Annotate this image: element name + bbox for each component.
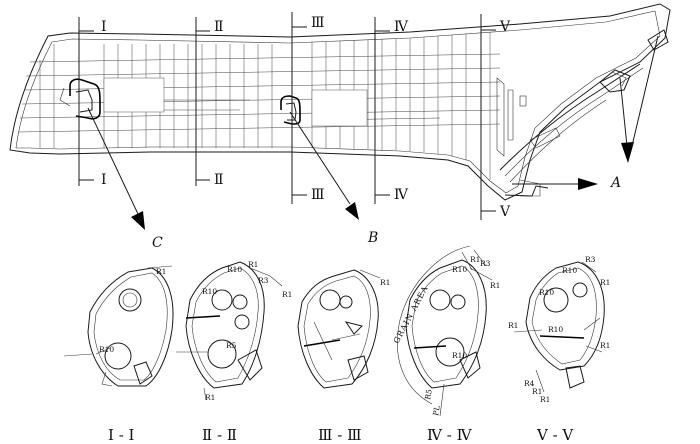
radius-label-5-r1a: R1 (600, 278, 610, 287)
section-title-1: Ⅰ - Ⅰ (108, 426, 135, 444)
cut-label-top-2: Ⅱ (214, 19, 224, 35)
cut-label-bottom-3: Ⅲ (311, 187, 325, 203)
radius-label-5-r3: R3 (585, 255, 596, 264)
detail-label-a: A (609, 175, 621, 191)
section-5-5: R10 R3 R1 R10 R1 R10 R1 R4 R1 R1 Ⅴ - Ⅴ (508, 255, 610, 444)
detail-label-b: B (367, 230, 378, 246)
section-title-5: Ⅴ - Ⅴ (536, 426, 574, 444)
detail-arrows (87, 35, 659, 230)
clip-detail-c (59, 78, 101, 120)
section-2-2: R10 R1 R3 R1 R10 R5 R1 Ⅱ - Ⅱ (176, 260, 292, 444)
section-3-3: R1 Ⅲ - Ⅲ (297, 269, 390, 444)
radius-label-2-r1b: R1 (282, 290, 292, 299)
cut-line-4 (374, 17, 390, 204)
radius-label-2-r1c: R1 (205, 393, 215, 402)
section-title-4: Ⅳ - Ⅳ (427, 426, 473, 444)
cut-line-3 (291, 12, 307, 204)
clip-detail-b (280, 95, 301, 125)
pl-label: PL (431, 405, 442, 416)
section-4-4: GRAIN AREA R10 R1 R3 R1 R10 R5 PL Ⅳ - Ⅳ (392, 245, 500, 444)
radius-label-2-r5: R5 (226, 341, 237, 350)
detail-labels: C B A (152, 175, 621, 251)
radius-label-1-r1: R1 (156, 267, 166, 276)
radius-label-5-r1e: R1 (540, 395, 550, 404)
cut-label-top-1: Ⅰ (101, 19, 107, 35)
radius-label-2-r10b: R10 (202, 287, 217, 296)
cut-line-1 (78, 17, 94, 186)
section-title-2: Ⅱ - Ⅱ (202, 426, 237, 444)
radius-label-3-r1: R1 (380, 278, 390, 287)
radius-label-4-r10a: R10 (452, 265, 467, 274)
cut-label-bottom-5: Ⅴ (499, 204, 511, 220)
radius-label-5-r10a: R10 (562, 266, 577, 275)
radius-label-4-r1a: R1 (470, 255, 480, 264)
radius-label-5-r1c: R1 (600, 341, 610, 350)
radius-label-5-r10c: R10 (548, 325, 563, 334)
cut-line-5 (480, 14, 496, 220)
radius-label-5-r1d: R1 (532, 387, 542, 396)
detail-label-c: C (152, 235, 163, 251)
section-cut-lines (78, 12, 496, 220)
radius-label-5-r10b: R10 (539, 288, 554, 297)
cut-label-top-3: Ⅲ (311, 15, 325, 31)
cut-label-bottom-4: Ⅳ (394, 187, 409, 203)
radius-label-5-r1b: R1 (508, 321, 518, 330)
panel-grid-horizontal (17, 53, 501, 133)
cut-labels-bottom: Ⅰ Ⅱ Ⅲ Ⅳ Ⅴ (101, 172, 511, 220)
radius-label-2-r10: R10 (227, 265, 242, 274)
cut-line-2 (195, 17, 210, 186)
radius-label-2-r3: R3 (258, 276, 269, 285)
radius-label-2-r1a: R1 (248, 260, 258, 269)
radius-label-4-r3: R3 (480, 259, 491, 268)
radius-label-5-r4: R4 (524, 379, 535, 388)
radius-label-4-r5: R5 (423, 388, 434, 400)
panel-right-end (496, 29, 669, 197)
cut-label-top-4: Ⅳ (394, 19, 409, 35)
section-title-3: Ⅲ - Ⅲ (318, 426, 362, 444)
cut-labels-top: Ⅰ Ⅱ Ⅲ Ⅳ Ⅴ (101, 15, 511, 35)
radius-label-4-r10b: R10 (452, 351, 467, 360)
radius-label-4-r1b: R1 (490, 281, 500, 290)
trim-panel (9, 3, 671, 201)
cut-label-bottom-1: Ⅰ (101, 172, 107, 188)
cut-label-bottom-2: Ⅱ (214, 172, 224, 188)
section-1-1: R1 R10 Ⅰ - Ⅰ (63, 265, 174, 444)
cut-label-top-5: Ⅴ (499, 19, 511, 35)
radius-label-1-r10: R10 (99, 345, 114, 354)
